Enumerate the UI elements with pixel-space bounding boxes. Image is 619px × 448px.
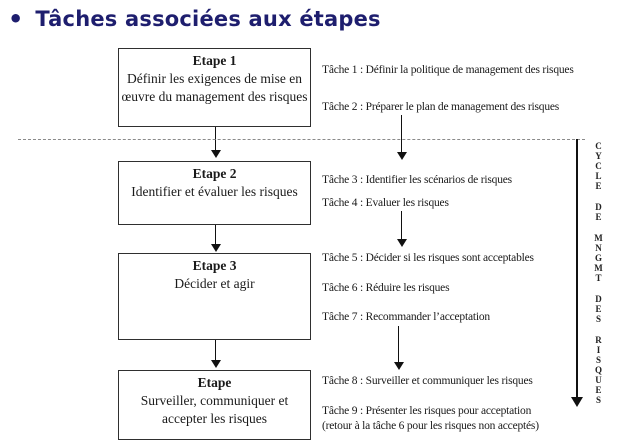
cycle-letter: C	[595, 141, 602, 151]
cycle-letter: S	[595, 314, 601, 324]
stage-box-1: Etape 1 Définir les exigences de mise en…	[118, 48, 311, 127]
task-item-8: Tâche 8 : Surveiller et communiquer les …	[322, 375, 533, 387]
task-line-1: Tâche 9 : Présenter les risques pour acc…	[322, 405, 532, 417]
down-arrow-icon	[210, 225, 221, 252]
cycle-letter: D	[595, 202, 602, 212]
arrow-line	[215, 127, 216, 150]
stage-description: Décider et agir	[174, 276, 255, 291]
stage-label: Etape 2	[192, 166, 237, 181]
task-item-3: Tâche 3 : Identifier les scénarios de ri…	[322, 174, 512, 186]
down-arrow-icon	[210, 340, 221, 368]
stage-box-4: Etape Surveiller, communiquer et accepte…	[118, 370, 311, 440]
cycle-letter: E	[595, 304, 602, 314]
stage-description: Surveiller, communiquer et accepter les …	[140, 393, 289, 426]
stage-label: Etape 1	[192, 53, 237, 68]
cycle-letter: S	[595, 355, 601, 365]
dashed-divider	[18, 139, 585, 140]
cycle-letter: Q	[594, 365, 602, 375]
arrow-line	[401, 115, 402, 152]
page-title: Tâches associées aux étapes	[35, 7, 381, 31]
arrow-head	[396, 239, 407, 247]
stage-box-2: Etape 2 Identifier et évaluer les risque…	[118, 161, 311, 225]
cycle-letter: E	[595, 212, 602, 222]
arrow-line	[215, 340, 216, 360]
task-item-2: Tâche 2 : Préparer le plan de management…	[322, 101, 560, 113]
arrow-line	[401, 211, 402, 239]
arrow-head	[210, 150, 221, 158]
stage-box-3: Etape 3 Décider et agir	[118, 253, 311, 340]
down-arrow-icon	[393, 326, 404, 370]
arrow-head	[210, 244, 221, 252]
task-item-7: Tâche 7 : Recommander l’acceptation	[322, 311, 490, 323]
arrow-line	[215, 225, 216, 244]
cycle-letter: L	[595, 171, 602, 181]
down-arrow-icon	[396, 211, 407, 247]
arrow-line	[575, 139, 578, 397]
cycle-letter: C	[595, 161, 602, 171]
cycle-letter: M	[594, 233, 603, 243]
cycle-letter: G	[594, 253, 602, 263]
arrow-head	[396, 152, 407, 160]
stage-label: Etape	[197, 375, 232, 390]
cycle-letter: U	[595, 375, 602, 385]
cycle-letter: N	[595, 243, 602, 253]
slide-title: • Tâches associées aux étapes	[8, 4, 381, 34]
stage-description: Identifier et évaluer les risques	[131, 184, 298, 199]
arrow-head	[570, 397, 583, 407]
down-arrow-icon	[396, 115, 407, 160]
cycle-letter: Y	[595, 151, 602, 161]
stage-description: Définir les exigences de mise en œuvre d…	[121, 71, 308, 104]
task-item-6: Tâche 6 : Réduire les risques	[322, 282, 450, 294]
down-arrow-icon	[210, 127, 221, 158]
bullet-icon: •	[8, 5, 24, 33]
task-item-4: Tâche 4 : Evaluer les risques	[322, 197, 449, 209]
task-line-2: (retour à la tâche 6 pour les risques no…	[322, 420, 539, 432]
cycle-letter: M	[594, 263, 603, 273]
arrow-head	[210, 360, 221, 368]
task-item-1: Tâche 1 : Définir la politique de manage…	[322, 64, 574, 76]
cycle-letter: S	[595, 395, 601, 405]
task-item-5: Tâche 5 : Décider si les risques sont ac…	[322, 252, 534, 264]
arrow-head	[393, 362, 404, 370]
cycle-letter: I	[596, 345, 601, 355]
cycle-letter: D	[595, 294, 602, 304]
arrow-line	[398, 326, 399, 362]
cycle-letter: E	[595, 181, 602, 191]
cycle-letter: E	[595, 385, 602, 395]
cycle-letter: T	[595, 273, 602, 283]
stage-label: Etape 3	[192, 258, 237, 273]
task-item-9: Tâche 9 : Présenter les risques pour acc…	[322, 404, 539, 434]
cycle-letter: R	[595, 335, 602, 345]
cycle-down-arrow-icon	[570, 139, 583, 407]
